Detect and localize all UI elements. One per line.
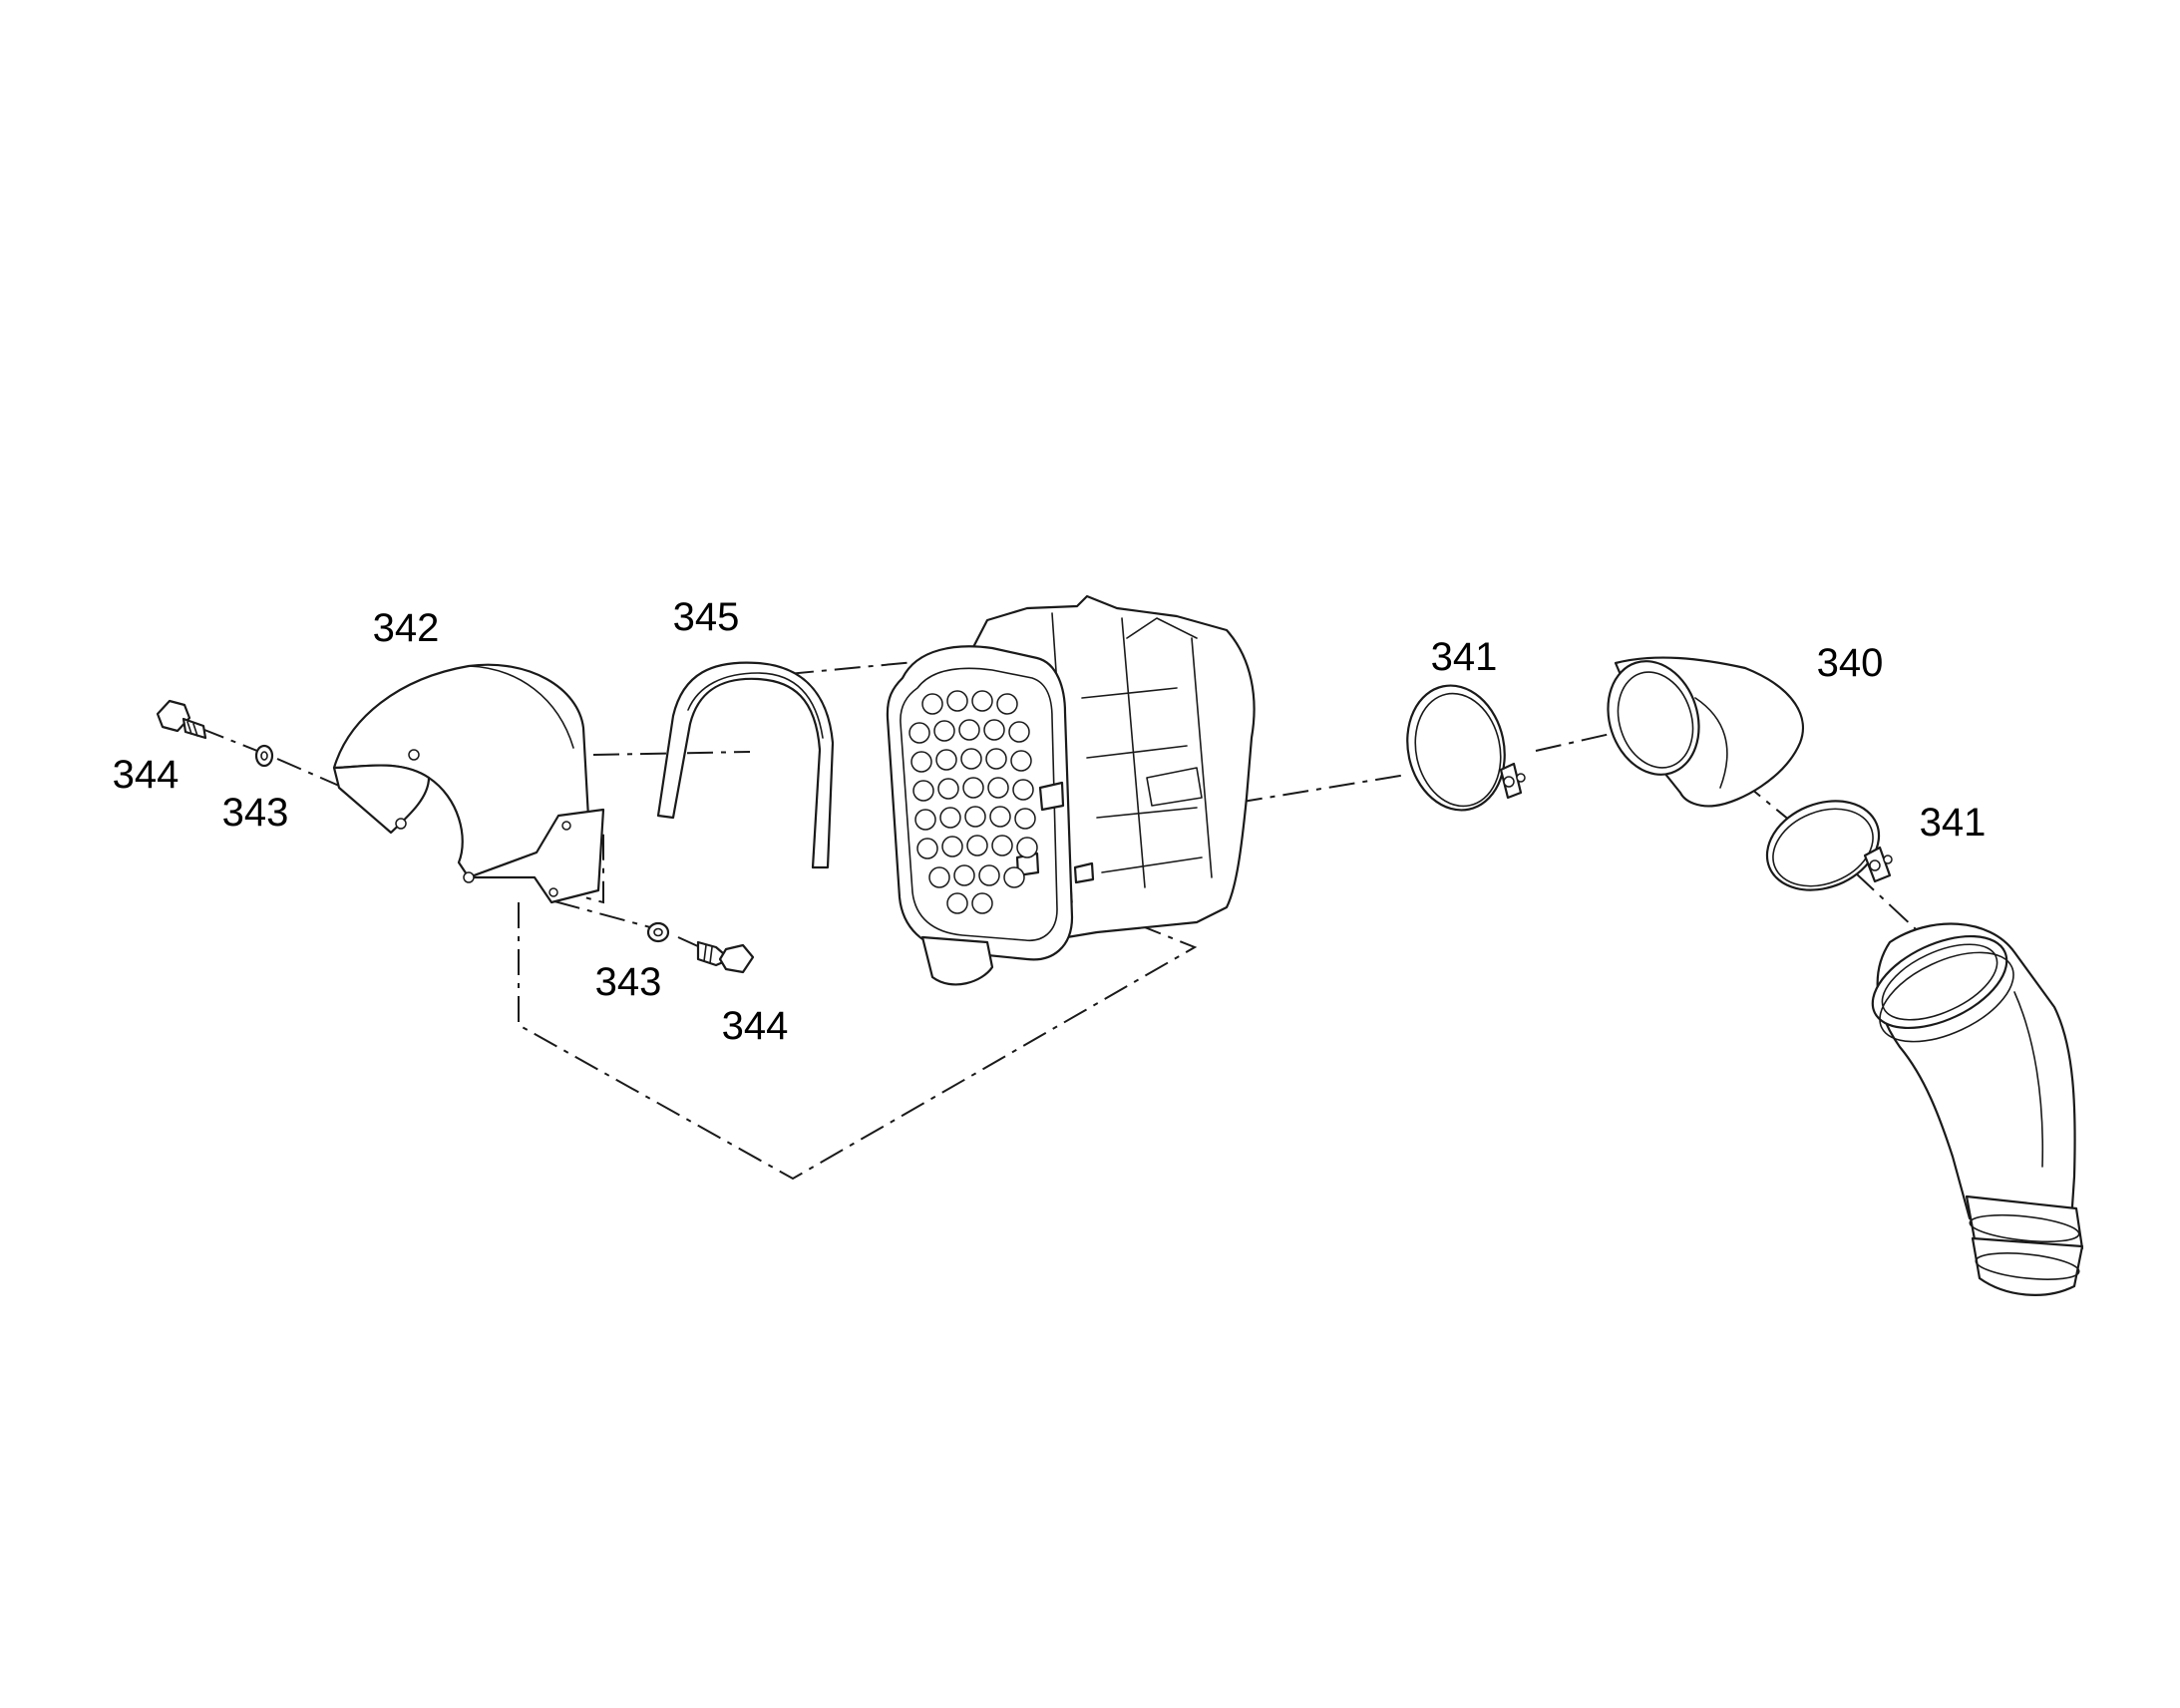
callout-341-left: 341 xyxy=(1431,635,1498,679)
callout-341-right: 341 xyxy=(1920,801,1987,845)
hose-clamp-right xyxy=(1765,800,1893,891)
callout-342: 342 xyxy=(373,606,440,650)
callout-345: 345 xyxy=(673,595,740,639)
bolt-left xyxy=(156,699,207,740)
bolt-right xyxy=(696,940,755,974)
gasket xyxy=(656,661,835,869)
callout-340: 340 xyxy=(1817,641,1884,685)
washer-left xyxy=(254,744,274,768)
callout-344-right: 344 xyxy=(722,1004,789,1048)
callout-344-left: 344 xyxy=(113,753,180,797)
washer-right xyxy=(646,921,670,943)
callout-343-right: 343 xyxy=(595,960,662,1004)
intake-hose xyxy=(1871,922,2084,1296)
rubber-elbow xyxy=(1607,656,1805,808)
hose-clamp-left xyxy=(1406,684,1526,812)
air-cleaner-housing xyxy=(886,594,1256,986)
callout-343-left: 343 xyxy=(222,791,289,835)
callout-labels: 341 340 341 342 343 343 344 344 345 xyxy=(113,595,1987,1048)
filter-grille xyxy=(908,690,1038,914)
heat-shield xyxy=(332,663,605,904)
